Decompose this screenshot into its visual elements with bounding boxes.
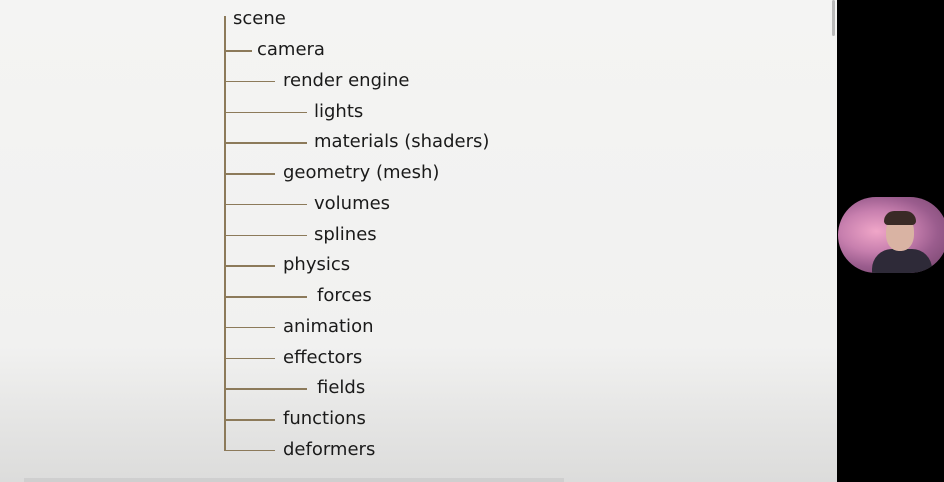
tree-node-label: deformers: [283, 438, 376, 460]
tree-branch-line: [225, 50, 252, 52]
tree-branch-line: [225, 449, 275, 452]
tree-root-label: scene: [233, 8, 286, 29]
tree-node-label: materials (shaders): [314, 131, 490, 153]
tree-branch-line: [225, 265, 275, 267]
person-avatar-body: [872, 249, 932, 273]
tree-node-label: splines: [314, 223, 377, 245]
tree-node-label: physics: [283, 254, 351, 276]
tree-node-label: camera: [257, 39, 325, 60]
tree-spine-line: [224, 16, 226, 451]
tree-branch-line: [225, 388, 307, 390]
tree-branch-line: [225, 203, 307, 206]
tree-node-label: effectors: [283, 346, 363, 368]
tree-node-label: animation: [283, 315, 374, 337]
tree-branch-line: [225, 357, 275, 359]
person-avatar-hair: [884, 211, 916, 225]
tree-node-label: forces: [317, 285, 372, 306]
slide-canvas: scene camera render engine lights materials…: [0, 0, 837, 482]
tree-branch-line: [225, 142, 307, 144]
scrollbar-thumb[interactable]: [832, 0, 835, 36]
tree-branch-line: [225, 326, 275, 329]
tree-branch-line: [225, 173, 275, 175]
tree-node-label: volumes: [314, 192, 391, 214]
tree-branch-line: [225, 234, 307, 236]
tree-branch-line: [225, 296, 307, 298]
webcam-bubble: [838, 197, 944, 273]
tree-branch-line: [225, 80, 275, 83]
tree-branch-line: [225, 111, 307, 113]
progress-track[interactable]: [24, 478, 564, 482]
tree-node-label: render engine: [283, 69, 410, 91]
tree-node-label: geometry (mesh): [283, 162, 440, 183]
tree-node-label: lights: [314, 100, 364, 122]
tree-branch-line: [225, 419, 275, 421]
tree-node-label: fields: [317, 377, 366, 399]
tree-node-label: functions: [283, 408, 366, 429]
